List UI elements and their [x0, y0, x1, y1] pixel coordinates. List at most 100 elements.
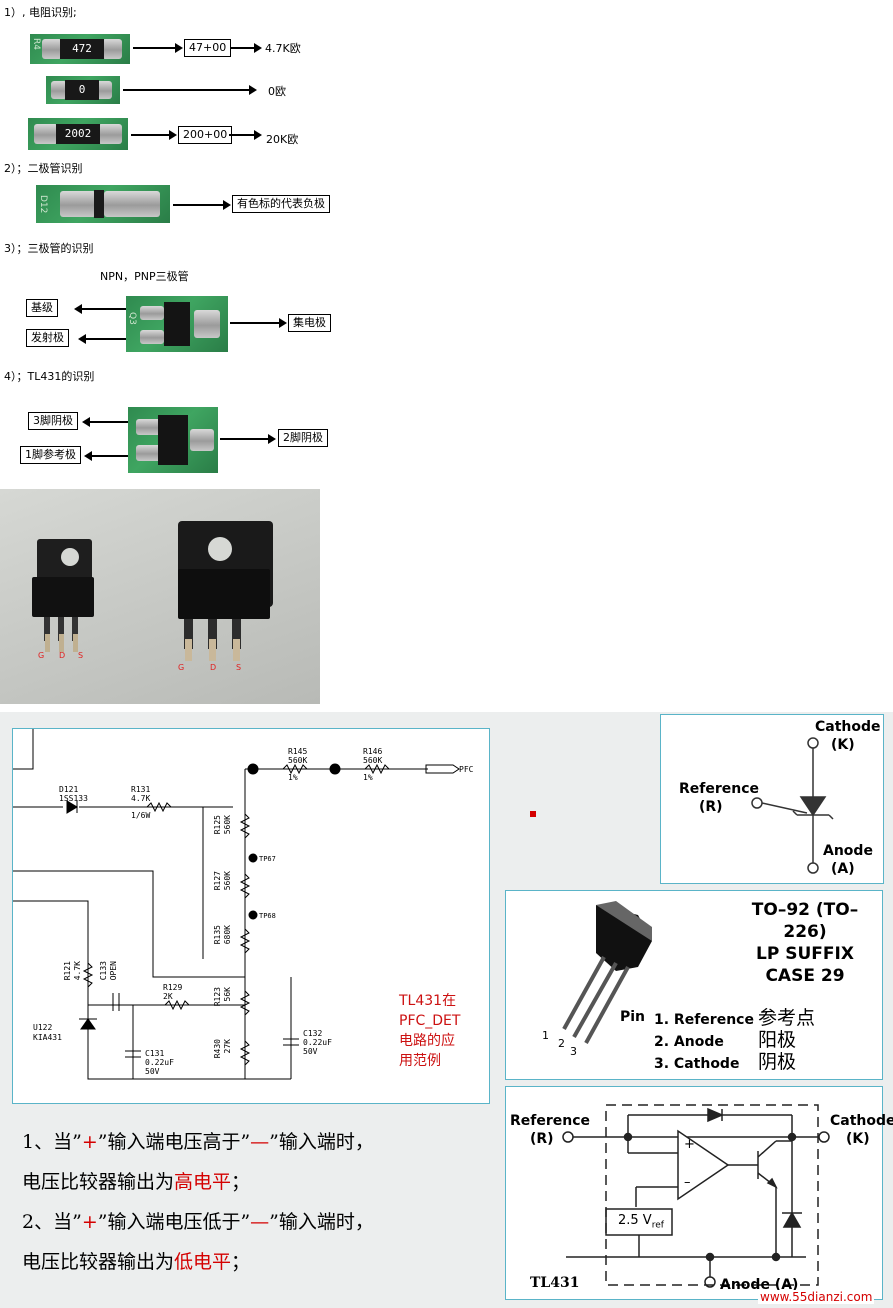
d121-value: 1SS133 — [59, 794, 88, 803]
arrow — [123, 85, 257, 95]
pin-heading: Pin — [620, 1009, 646, 1025]
pin-s-label: S — [78, 651, 84, 660]
tl431-symbol-panel: Cathode (K) Reference (R) Anode (A) — [660, 714, 884, 884]
u122-value: KIA431 — [33, 1033, 62, 1042]
r430-value: 27K — [223, 1039, 232, 1054]
r125-value: 560K — [223, 815, 232, 835]
r145-label: R145 — [288, 747, 308, 756]
r146-value: 560K — [363, 756, 383, 765]
opamp-minus: – — [684, 1175, 691, 1190]
pin-d-label: D — [210, 663, 217, 672]
note-line-2: 电压比较器输出为高电平； — [22, 1171, 251, 1193]
block-diagram — [562, 1104, 830, 1288]
block-reference-label: Reference — [510, 1113, 591, 1129]
pin-list-chinese: 参考点 阳极 阴极 — [758, 1007, 816, 1073]
d121-label: D121 — [59, 785, 79, 794]
r131-value: 4.7K — [131, 794, 151, 803]
note-line-1: 1、当”+”输入端电压高于”—”输入端时， — [22, 1131, 374, 1153]
resistor-value: 0欧 — [268, 85, 286, 98]
to92-drawing — [562, 901, 652, 1044]
r123-label: R123 — [213, 987, 222, 1007]
arrow — [78, 334, 126, 344]
resistor-value: 20K欧 — [266, 133, 299, 146]
c133-label: C133 — [99, 961, 108, 981]
arrow — [133, 43, 183, 53]
pcb-mark: D12 — [38, 195, 48, 214]
c131-label: C131 — [145, 1049, 165, 1058]
symbol-k-label: (K) — [831, 737, 855, 753]
block-k-label: (K) — [846, 1131, 870, 1147]
mosfet-photo: G D S G D S — [0, 489, 320, 704]
r146-label: R146 — [363, 747, 383, 756]
c132-value: 0.22uF — [303, 1038, 332, 1047]
c133-value: OPEN — [109, 961, 118, 981]
r135-label: R135 — [213, 925, 222, 945]
c132-volt: 50V — [303, 1047, 318, 1056]
arrow — [82, 417, 128, 427]
u122-label: U122 — [33, 1023, 53, 1032]
note-line-4: 电压比较器输出为低电平； — [22, 1251, 251, 1273]
r135-value: 680K — [223, 925, 232, 945]
arrow — [230, 318, 287, 328]
resistor-code: 0 — [65, 80, 99, 100]
r123-value: 56K — [223, 987, 232, 1002]
tp68-label: TP68 — [259, 912, 276, 920]
pin-d-label: D — [59, 651, 66, 660]
r145-value: 560K — [288, 756, 308, 765]
cathode-band — [94, 190, 104, 218]
resistor-photo-2002: 2002 — [28, 118, 128, 150]
resistor-code: 2002 — [56, 124, 100, 144]
r146-tol: 1% — [363, 773, 373, 782]
section-1-title: 1）, 电阻识别; — [4, 6, 77, 19]
base-label: 基级 — [26, 299, 58, 317]
resistor-photo-0: 0 — [46, 76, 120, 104]
pcb-mark: Q3 — [127, 312, 137, 325]
section-4-title: 4）；TL431的识别 — [4, 370, 95, 383]
pcb-mark: R4 — [31, 38, 41, 50]
r131-watt: 1/6W — [131, 811, 151, 820]
pin-s-label: S — [236, 663, 242, 672]
resistor-photo-472: 472 R4 — [30, 34, 130, 64]
schematic-wires — [13, 729, 460, 1080]
tl431-symbol — [751, 737, 834, 874]
tl431-pin3-label: 3脚阴极 — [28, 412, 78, 430]
diode-photo: D12 — [36, 185, 170, 223]
c132-label: C132 — [303, 1029, 323, 1038]
schematic-annotation: TL431在 PFC_DET 电路的应 用范例 — [399, 993, 461, 1069]
r145-tol: 1% — [288, 773, 298, 782]
red-marker — [530, 811, 536, 817]
pin-g-label: G — [178, 663, 185, 672]
opamp-plus: + — [684, 1137, 695, 1152]
resistor-value: 4.7K欧 — [265, 42, 301, 55]
r129-value: 2K — [163, 992, 173, 1001]
pin-g-label: G — [38, 651, 45, 660]
r127-label: R127 — [213, 871, 222, 891]
r131-label: R131 — [131, 785, 151, 794]
symbol-a-label: (A) — [831, 861, 855, 877]
tp67-label: TP67 — [259, 855, 276, 863]
pkg-pin-2: 2 — [558, 1037, 565, 1050]
arrow — [131, 130, 177, 140]
transistor-title: NPN，PNP三极管 — [100, 270, 189, 283]
watermark: www.55dianzi.com — [758, 1290, 875, 1304]
symbol-reference-label: Reference — [679, 781, 760, 797]
pin-list: 1. Reference 2. Anode 3. Cathode — [654, 1012, 754, 1072]
tl431-pin1-label: 1脚参考极 — [20, 446, 81, 464]
pkg-pin-3: 3 — [570, 1045, 577, 1058]
r125-label: R125 — [213, 815, 222, 835]
symbol-cathode-label: Cathode — [815, 719, 881, 735]
collector-label: 集电极 — [288, 314, 331, 332]
r129-label: R129 — [163, 983, 183, 992]
block-cathode-label: Cathode — [830, 1113, 893, 1129]
resistor-formula-box: 47+00 — [184, 39, 232, 57]
arrow — [230, 43, 262, 53]
note-line-3: 2、当”+”输入端电压低于”—”输入端时， — [22, 1211, 374, 1233]
package-title: TO–92 (TO–226) LP SUFFIX CASE 29 — [751, 900, 859, 986]
package-panel: 1 2 3 TO–92 (TO–226) LP SUFFIX CASE 29 P… — [505, 890, 883, 1080]
tl431-photo — [128, 407, 218, 473]
emitter-label: 发射极 — [26, 329, 69, 347]
c131-volt: 50V — [145, 1067, 160, 1076]
symbol-r-label: (R) — [699, 799, 723, 815]
resistor-formula-box: 200+00 — [178, 126, 233, 144]
schematic-panel: D121 1SS133 R131 4.7K 1/6W R145 560K 1% … — [12, 728, 490, 1104]
